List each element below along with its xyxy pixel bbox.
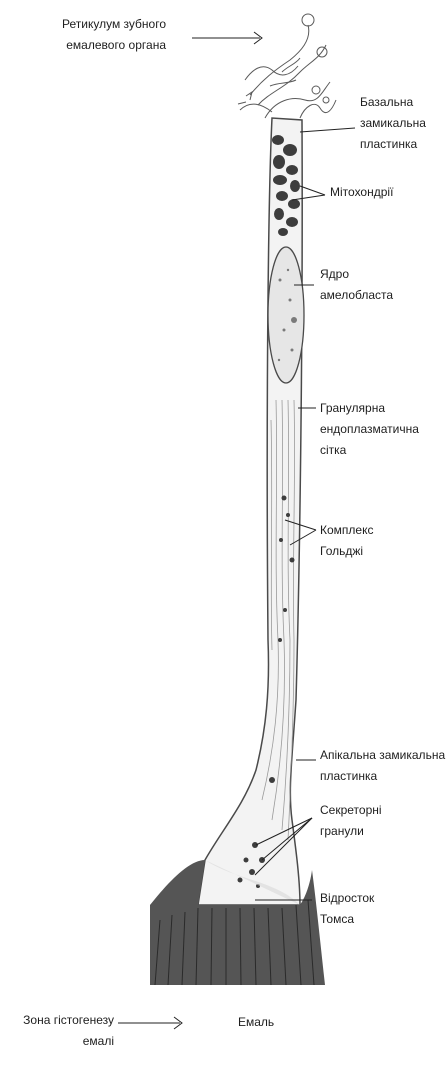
label-histogenesis-zone-line2: емалі [4, 1031, 114, 1052]
label-golgi-line2: Гольджі [320, 541, 373, 562]
label-golgi-line1: Комплекс [320, 520, 373, 541]
label-tomes-process: Відросток Томса [320, 888, 374, 930]
label-secretory-granules-line1: Секреторні [320, 800, 382, 821]
label-basal-lamina-line1: Базальна [360, 92, 426, 113]
label-golgi: Комплекс Гольджі [320, 520, 373, 562]
reticulum-network [238, 14, 336, 118]
label-granular-er-line3: сітка [320, 440, 419, 461]
label-basal-lamina-line2: замикальна [360, 113, 426, 134]
label-enamel-line1: Емаль [238, 1012, 274, 1033]
nucleus [268, 247, 304, 383]
label-mitochondria-line1: Мітохондрії [330, 182, 393, 203]
label-nucleus-line1: Ядро [320, 264, 393, 285]
label-basal-lamina-line3: пластинка [360, 134, 426, 155]
label-apical-lamina-line2: пластинка [320, 766, 445, 787]
label-secretory-granules: Секреторні гранули [320, 800, 382, 842]
label-basal-lamina: Базальна замикальна пластинка [360, 92, 426, 155]
label-enamel: Емаль [238, 1012, 274, 1033]
label-granular-er: Гранулярна ендоплазматична сітка [320, 398, 419, 461]
label-histogenesis-zone-line1: Зона гістогенезу [4, 1010, 114, 1031]
label-reticulum-line1: Ретикулум зубного [62, 14, 166, 35]
label-granular-er-line1: Гранулярна [320, 398, 419, 419]
label-apical-lamina: Апікальна замикальна пластинка [320, 745, 445, 787]
label-tomes-process-line1: Відросток [320, 888, 374, 909]
label-tomes-process-line2: Томса [320, 909, 374, 930]
label-mitochondria: Мітохондрії [330, 182, 393, 203]
label-nucleus-line2: амелобласта [320, 285, 393, 306]
label-reticulum: Ретикулум зубного емалевого органа [62, 14, 166, 56]
label-histogenesis-zone: Зона гістогенезу емалі [4, 1010, 114, 1052]
label-reticulum-line2: емалевого органа [62, 35, 166, 56]
label-granular-er-line2: ендоплазматична [320, 419, 419, 440]
label-secretory-granules-line2: гранули [320, 821, 382, 842]
label-nucleus: Ядро амелобласта [320, 264, 393, 306]
label-apical-lamina-line1: Апікальна замикальна [320, 745, 445, 766]
cell-body [198, 118, 302, 905]
